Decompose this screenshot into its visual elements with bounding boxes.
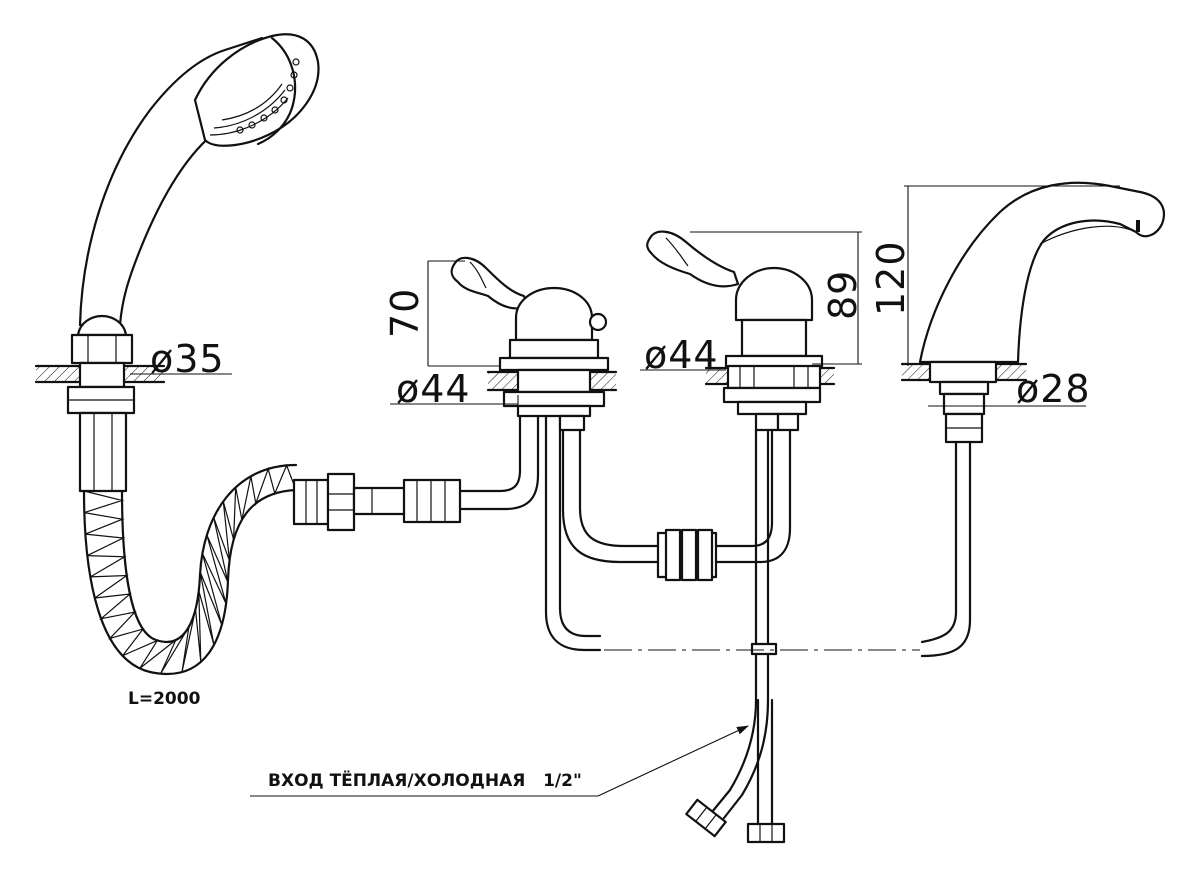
dim-right-valve-height-label: 89	[821, 270, 865, 320]
left-valve-dome	[514, 286, 594, 342]
dim-spout-diameter: ø28	[928, 367, 1091, 414]
dim-spout-height: 120	[869, 185, 1120, 366]
spray-nozzles	[236, 58, 300, 134]
hand-shower	[34, 33, 320, 493]
hose-length-label: L=2000	[128, 689, 201, 709]
right-lever-handle	[646, 230, 740, 288]
spout	[900, 181, 1166, 658]
left-lever-handle	[450, 256, 530, 310]
inlet-fittings	[685, 798, 786, 844]
hose-spring-coils	[83, 463, 297, 675]
hose-coupling	[292, 472, 462, 532]
shower-body-tube	[78, 411, 128, 493]
shower-nut	[70, 333, 134, 365]
shower-head	[193, 33, 320, 147]
left-mixer-valve	[450, 256, 618, 418]
right-mixer-valve	[646, 230, 836, 432]
dim-right-valve-diameter-label: ø44	[644, 333, 719, 377]
dim-right-valve-height: 89	[690, 231, 865, 365]
inlet-leader: ВХОД ТЁПЛАЯ/ХОЛОДНАЯ 1/2"	[250, 725, 749, 797]
dim-left-valve-height: 70	[383, 260, 500, 367]
inlet-label: ВХОД ТЁПЛАЯ/ХОЛОДНАЯ 1/2"	[268, 769, 582, 791]
dim-left-valve-diameter: ø44	[390, 367, 519, 414]
dim-spout-height-label: 120	[869, 240, 913, 316]
dim-left-valve-diameter-label: ø44	[396, 367, 471, 411]
dim-shower-diameter: ø35	[130, 337, 232, 381]
right-valve-dome	[734, 266, 814, 322]
flexible-hose	[82, 463, 298, 675]
dim-shower-diameter-label: ø35	[150, 337, 225, 381]
bridge-coupling	[656, 528, 718, 582]
dim-spout-diameter-label: ø28	[1016, 367, 1091, 411]
dim-left-valve-height-label: 70	[383, 288, 427, 338]
dim-right-valve-diameter: ø44	[640, 333, 726, 377]
spout-body	[918, 181, 1166, 364]
